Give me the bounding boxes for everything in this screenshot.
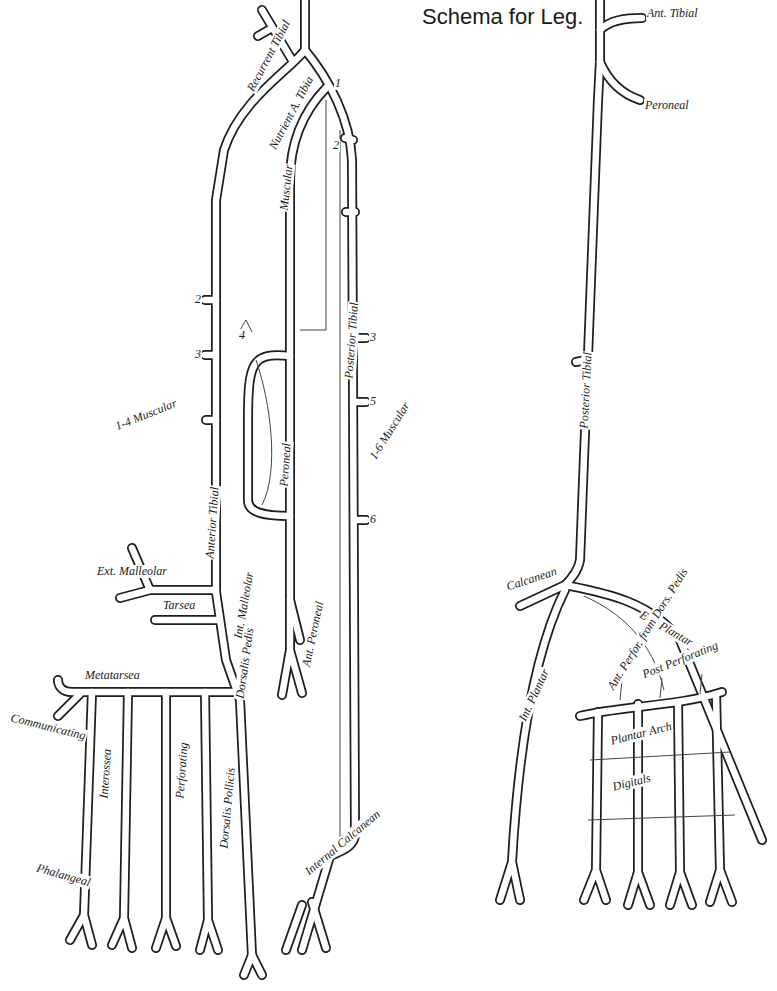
vessel-label: Metatarsea — [84, 669, 141, 682]
callout-number: 4 — [238, 329, 246, 342]
callout-number: 3 — [194, 348, 202, 361]
thin-vessel — [240, 100, 735, 850]
callout-number: 1 — [334, 77, 342, 90]
vessel-label: Dorsalis Pollicis — [218, 766, 238, 850]
callout-number: 5 — [369, 395, 377, 408]
vessel-label: Digitals — [610, 771, 653, 793]
vessel-label: Posterior Tibial — [578, 351, 595, 430]
vessel-label: Peroneal — [644, 99, 690, 112]
vessel-label: Internal Calcanean — [302, 807, 384, 878]
vessel-label: Ext. Malleolar — [96, 565, 168, 578]
vessel-label: 1-6 Muscular — [366, 399, 413, 463]
callout-number: 3 — [369, 331, 377, 344]
vessel-label: Posterior Tibial — [343, 301, 361, 380]
vessel-label: Ant. Tibial — [646, 7, 699, 20]
vessel-label: Communicating — [8, 711, 87, 743]
callout-number: 6 — [369, 513, 377, 526]
vessel-label: Perforating — [174, 741, 191, 800]
callout-number: 2 — [332, 139, 340, 152]
diagram-title: Schema for Leg. — [422, 4, 583, 30]
vessel-label: Tarsea — [162, 599, 196, 612]
vessel-label: 1-4 Muscular — [113, 396, 180, 433]
callout-number: 2 — [194, 293, 202, 306]
vessel-label: Int. Plantar — [516, 666, 552, 724]
vessel-label: Interossea — [98, 748, 115, 800]
